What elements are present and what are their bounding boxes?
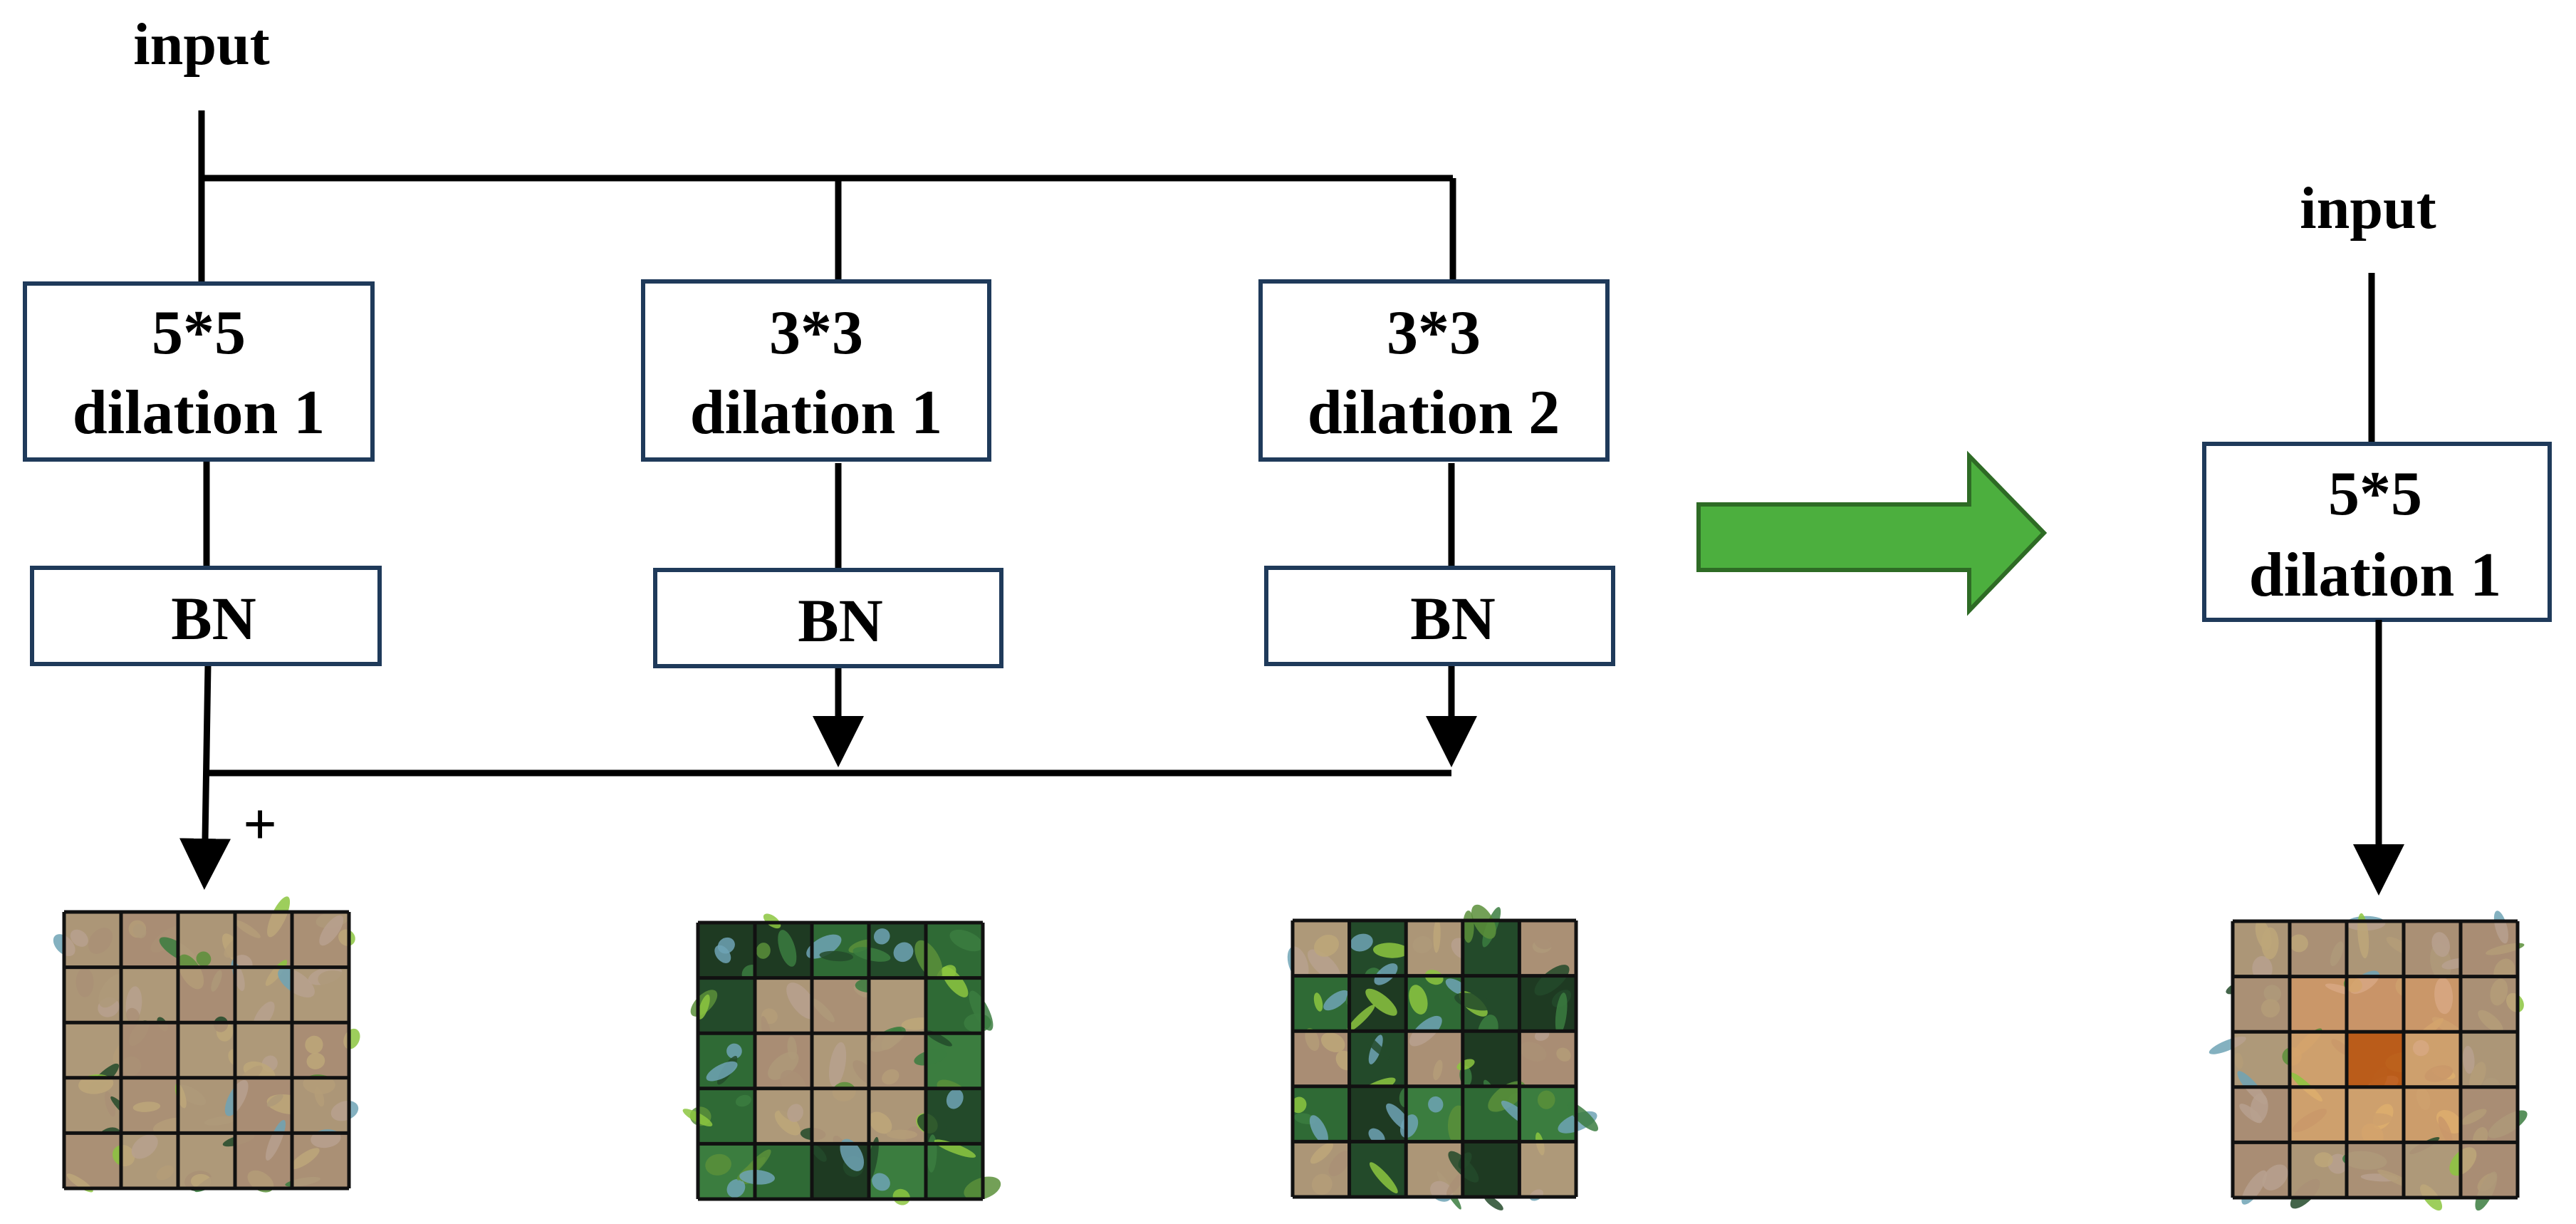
grid-cell [1406, 1141, 1467, 1210]
grid-cell [235, 1022, 292, 1086]
grid-cell [1519, 965, 1576, 1035]
grid-cell [855, 977, 936, 1034]
conv-box-branch-2: 3*3 dilation 1 [641, 279, 991, 462]
bn-label: BN [798, 586, 882, 655]
grid-5x5-dilation-1 [53, 896, 360, 1193]
grid-cell [1519, 1132, 1576, 1201]
grid-cell [2342, 1142, 2415, 1198]
conv-kernel-label: 5*5 [152, 299, 246, 368]
grid-cell [1287, 920, 1350, 982]
grid-cell [2233, 919, 2290, 982]
grid-cell [2347, 1032, 2422, 1099]
conv-box-branch-3: 3*3 dilation 2 [1258, 279, 1610, 462]
grid-cell [64, 967, 126, 1023]
grid-cell [231, 896, 292, 975]
grid-3x3-dilation-1 [682, 913, 1001, 1205]
grid-cell [1349, 1141, 1407, 1197]
grid-cell [2449, 1142, 2518, 1211]
grid-cell [2461, 911, 2525, 985]
grid-cell [800, 1082, 869, 1155]
grid-cell [698, 1033, 755, 1089]
grid-cell [292, 1074, 359, 1134]
grid-cell [2209, 1032, 2290, 1087]
transform-arrow [1696, 450, 2048, 616]
grid-cell [278, 966, 351, 1023]
grid-cell [2404, 1032, 2461, 1087]
grid-3x3-dilation-2 [1287, 904, 1599, 1210]
grid-cell [1290, 1086, 1350, 1144]
grid-cell [120, 967, 178, 1024]
bn-box-branch-1: BN [30, 566, 382, 666]
bn-label: BN [1410, 584, 1495, 653]
conv-dilation-label: dilation 1 [2249, 541, 2502, 610]
grid-cell [811, 1139, 869, 1199]
grid-cell [121, 1017, 178, 1078]
grid-cell [2343, 970, 2417, 1032]
input-label-left: input [133, 11, 269, 78]
grid-cell [2404, 1086, 2463, 1144]
grid-cell [292, 1022, 360, 1078]
grid-cell [698, 923, 762, 985]
grid-cell [112, 1133, 178, 1188]
grid-cell [1519, 1029, 1576, 1086]
bn-box-branch-2: BN [653, 568, 1003, 668]
grid-cell [2226, 976, 2290, 1032]
grid-cell [2290, 1142, 2348, 1209]
grid-cell [868, 1088, 926, 1146]
sum-symbol: + [243, 792, 277, 858]
bn-label: BN [171, 584, 256, 653]
grid-cell [292, 911, 355, 968]
grid-cell [2290, 976, 2357, 1042]
grid-cell [755, 913, 812, 978]
conv-dilation-label: dilation 1 [690, 378, 943, 447]
conv-kernel-label: 3*3 [769, 299, 863, 368]
connector-lines-left [198, 110, 1456, 777]
grid-cell [2289, 921, 2347, 987]
grid-cell [755, 977, 818, 1060]
grid-cell [2290, 1072, 2355, 1143]
grid-cell [2461, 1032, 2518, 1096]
conv-kernel-label: 5*5 [2328, 460, 2422, 529]
grid-cell [1519, 1086, 1599, 1142]
grid-cell [682, 1088, 755, 1144]
grid-cell [178, 1133, 235, 1193]
bn-box-branch-3: BN [1264, 566, 1615, 666]
arrow-sum-output [179, 664, 231, 890]
grid-cell [926, 1134, 1001, 1200]
arrows-left [179, 664, 1477, 890]
conv-dilation-label: dilation 2 [1308, 378, 1560, 447]
grid-cell [916, 1088, 983, 1144]
grid-cell [1293, 1141, 1351, 1197]
grid-cell [53, 912, 121, 968]
grid-layer [53, 896, 2528, 1211]
grid-cell [177, 951, 235, 1023]
grid-cell [806, 923, 873, 978]
grid-cell [2404, 921, 2468, 981]
grid-cell [2461, 976, 2524, 1033]
conv-box-branch-1: 5*5 dilation 1 [23, 281, 375, 462]
grid-cell [1462, 904, 1520, 976]
grid-cell [2347, 1086, 2404, 1146]
grid-merged-5x5 [2209, 911, 2528, 1211]
grid-cell [110, 1077, 197, 1136]
grid-cell [1456, 1031, 1520, 1100]
grid-cell [690, 977, 755, 1034]
grid-cell [285, 1129, 349, 1188]
grid-cell [2233, 1142, 2300, 1205]
input-label-right: input [2300, 175, 2436, 242]
grid-cell [2233, 1071, 2290, 1143]
conv-box-merged: 5*5 dilation 1 [2202, 442, 2552, 622]
conv-kernel-label: 3*3 [1387, 299, 1481, 368]
grid-cell [222, 1119, 292, 1193]
grid-cell [2282, 1028, 2351, 1087]
grid-cell [2461, 1086, 2528, 1148]
conv-dilation-label: dilation 1 [73, 378, 325, 447]
